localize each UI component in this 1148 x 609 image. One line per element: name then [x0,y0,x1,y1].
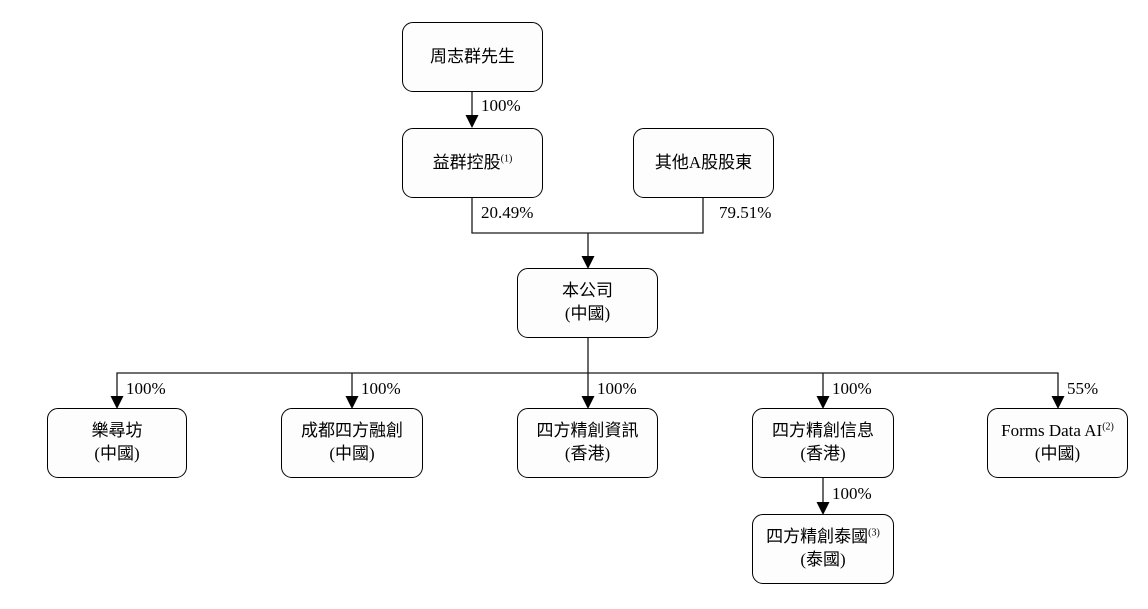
node-sifang-zixun-hk-label: 四方精創資訊 [536,421,639,441]
node-yiqun-holdings-label: 益群控股(1) [432,152,513,172]
footnote-1-marker: (1) [500,152,513,164]
edge-label-hk-info2-to-thailand: 100% [832,484,872,503]
arrowheads [110,115,1065,515]
edge-label-founder-to-yiqun: 100% [481,96,521,115]
edge-label-yiqun-to-company: 20.49% [481,203,534,222]
node-lexunfang-label: 樂尋坊 [91,421,143,441]
node-forms-data-ai: Forms Data AI(2) (中國) [987,408,1128,478]
node-sifang-xinxi-hk-region: (香港) [800,444,846,463]
node-chengdu-sifang-label: 成都四方融創 [301,421,403,441]
node-forms-data-ai-label: Forms Data AI(2) [1001,421,1114,441]
node-forms-data-ai-region: (中國) [1034,444,1081,463]
edge-label-other-a-to-company: 79.51% [719,203,772,222]
node-sifang-thailand-label: 四方精創泰國(3) [766,527,880,547]
edge-label-company-to-hk-info1: 100% [597,379,637,398]
node-yiqun-holdings: 益群控股(1) [402,128,543,198]
edge-label-company-to-hk-info2: 100% [832,379,872,398]
node-lexunfang-region: (中國) [94,444,140,463]
footnote-3-marker: (3) [868,527,880,539]
node-lexunfang: 樂尋坊 (中國) [47,408,187,478]
node-other-a-shareholders-label: 其他A股股東 [654,152,753,172]
node-sifang-thailand-region: (泰國) [800,550,846,569]
node-the-company: 本公司 (中國) [517,268,658,338]
node-sifang-zixun-hk-region: (香港) [564,444,611,463]
node-chengdu-sifang: 成都四方融創 (中國) [281,408,423,478]
node-sifang-thailand: 四方精創泰國(3) (泰國) [752,514,894,584]
node-the-company-region: (中國) [564,304,611,323]
node-sifang-xinxi-hk: 四方精創信息 (香港) [752,408,894,478]
node-sifang-zixun-hk: 四方精創資訊 (香港) [517,408,658,478]
node-founder: 周志群先生 [402,22,543,92]
node-the-company-label: 本公司 [562,281,613,301]
node-other-a-shareholders: 其他A股股東 [633,128,774,198]
edge-label-company-to-lexunfang: 100% [126,379,166,398]
node-sifang-xinxi-hk-label: 四方精創信息 [772,421,874,441]
edge-label-company-to-formsdata: 55% [1067,379,1099,398]
edge-label-company-to-chengdu: 100% [361,379,401,398]
node-chengdu-sifang-region: (中國) [329,444,375,463]
footnote-2-marker: (2) [1102,421,1114,433]
node-founder-label: 周志群先生 [430,46,515,66]
